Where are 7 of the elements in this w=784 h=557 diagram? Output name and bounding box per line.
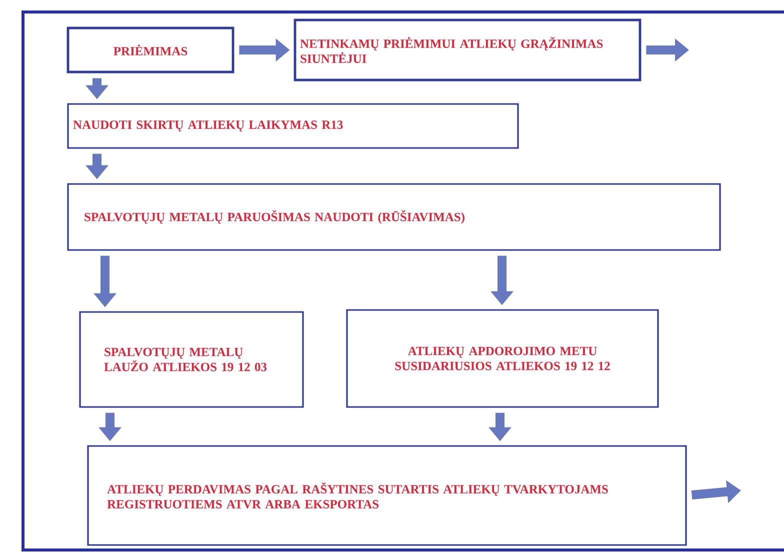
process-box: ATLIEKŲ PERDAVIMAS PAGAL RAŠYTINES SUTARTIS ATLIEKŲ TVARKYTOJAMS REGISTRUOTIEMS ATVR ARBA EKSPORTAS — [87, 445, 687, 546]
process-box: ATLIEKŲ APDOROJIMO METU SUSIDARIUSIOS ATLIEKOS 19 12 12 — [346, 309, 659, 408]
process-box: SPALVOTŲJŲ METALŲ LAUŽO ATLIEKOS 19 12 03 — [79, 311, 304, 408]
process-box: NAUDOTI SKIRTŲ ATLIEKŲ LAIKYMAS R13 — [67, 103, 519, 149]
process-box: PRIĖMIMAS — [66, 26, 234, 74]
process-box: SPALVOTŲJŲ METALŲ PARUOŠIMAS NAUDOTI (RŪŠIAVIMAS) — [67, 183, 721, 251]
process-box: NETINKAMŲ PRIĖMIMUI ATLIEKŲ GRĄŽINIMAS SIUNTĖJUI — [294, 18, 642, 82]
